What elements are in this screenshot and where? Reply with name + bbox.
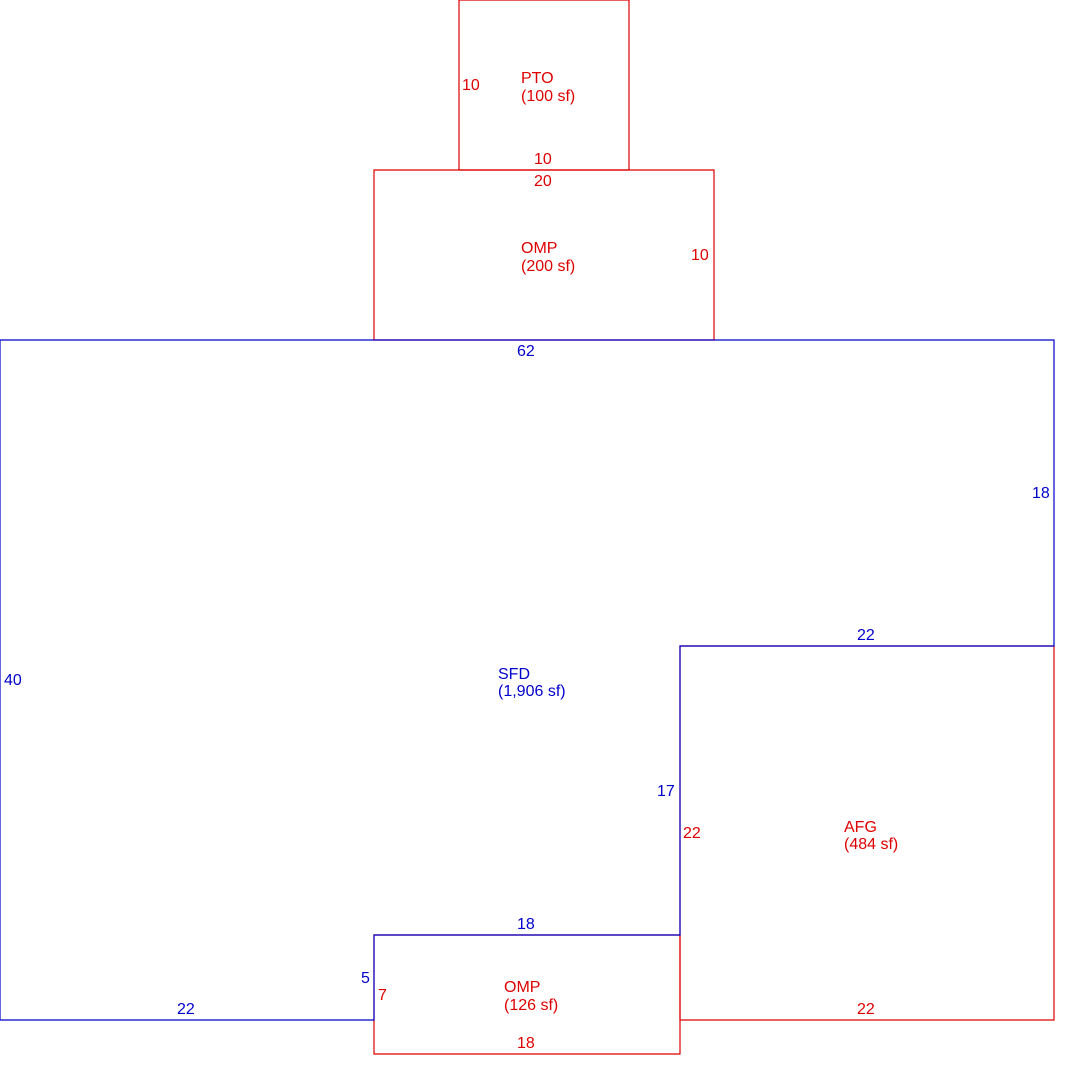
omp-bottom-size: (126 sf) (504, 997, 558, 1014)
sfd-right-dimension: 18 (1032, 485, 1050, 502)
afg-area: AFG (484 sf) 22 22 (679, 645, 1055, 1021)
sfd-notch-top-dimension: 22 (857, 627, 875, 644)
afg-left-dimension: 22 (683, 825, 701, 842)
sfd-label: SFD (498, 666, 530, 683)
sfd-area: SFD (1,906 sf) 62 18 22 40 17 18 5 22 (0, 339, 1055, 1021)
omp-bottom-label: OMP (504, 979, 540, 996)
sfd-bottom-dimension: 22 (177, 1001, 195, 1018)
omp-bottom-side-dimension: 7 (378, 987, 387, 1004)
omp-bottom-area: OMP (126 sf) 7 18 (373, 934, 681, 1055)
afg-size: (484 sf) (844, 836, 898, 853)
afg-label: AFG (844, 819, 877, 836)
omp-top-size: (200 sf) (521, 258, 575, 275)
pto-size: (100 sf) (521, 88, 575, 105)
omp-top-right-dimension: 10 (691, 247, 709, 264)
sfd-inner-side-dimension: 5 (361, 970, 370, 987)
sfd-inner-bottom-dimension: 18 (517, 916, 535, 933)
omp-top-top-dimension: 20 (534, 173, 552, 190)
omp-top-label: OMP (521, 240, 557, 257)
sfd-top-dimension: 62 (517, 343, 535, 360)
afg-bottom-dimension: 22 (857, 1001, 875, 1018)
pto-area: PTO (100 sf) 10 10 (458, 0, 630, 171)
pto-left-dimension: 10 (462, 77, 480, 94)
sfd-left-dimension: 40 (4, 672, 22, 689)
sfd-size: (1,906 sf) (498, 683, 566, 700)
omp-bottom-bottom-dimension: 18 (517, 1035, 535, 1052)
pto-bottom-dimension: 10 (534, 151, 552, 168)
pto-label: PTO (521, 70, 554, 87)
sfd-notch-side-dimension: 17 (657, 783, 675, 800)
omp-top-area: OMP (200 sf) 20 10 (373, 169, 715, 341)
sfd-outline (0, 339, 1055, 1021)
